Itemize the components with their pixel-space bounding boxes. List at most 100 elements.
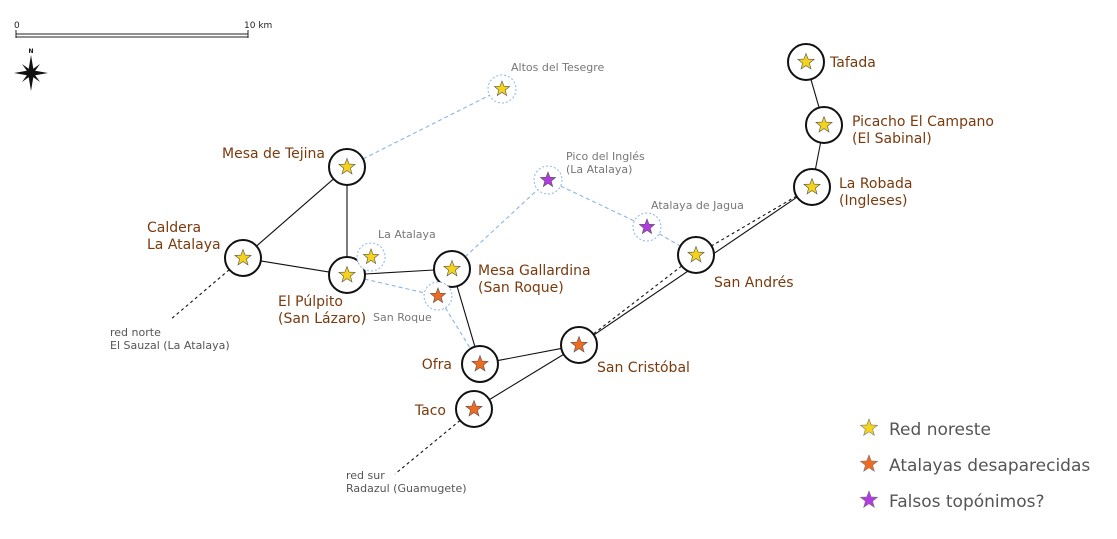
star-icon	[803, 177, 821, 195]
label-ingles-line: (La Atalaya)	[566, 163, 632, 176]
link-cristobal-taco	[489, 353, 564, 401]
label-taco-line: Taco	[414, 403, 446, 419]
compass-north-label: N	[29, 48, 34, 55]
label-ofra-line: Ofra	[422, 357, 452, 373]
tower-node-sanandres	[677, 236, 715, 274]
link-ofra-gallardina	[456, 286, 476, 347]
star-icon	[362, 248, 380, 265]
star-icon	[687, 245, 705, 263]
star-icon	[570, 335, 588, 353]
label-norte-line: red norte	[110, 326, 161, 339]
star-icon	[465, 399, 483, 417]
star-icon	[338, 265, 356, 283]
star-icon	[815, 115, 833, 133]
star-icon	[638, 218, 656, 235]
label-tesegre: Altos del Tesegre	[511, 61, 605, 74]
label-gallardina-line: Mesa Gallardina	[478, 263, 591, 279]
link-campano-robada	[814, 142, 822, 170]
label-gallardina-line: (San Roque)	[478, 280, 564, 296]
label-robada: La Robada(Ingleses)	[839, 176, 912, 209]
label-tejina-line: Mesa de Tejina	[222, 146, 325, 162]
minor-node-ingles	[533, 165, 563, 195]
label-campano-line: Picacho El Campano	[852, 114, 994, 130]
star-icon	[493, 80, 511, 97]
label-laatalaya: La Atalaya	[378, 228, 436, 241]
label-caldera-line: Caldera	[147, 220, 201, 236]
label-ofra: Ofra	[422, 357, 452, 373]
legend-item-desaparecidas: Atalayas desaparecidas	[859, 454, 1090, 476]
minor-node-laatalaya	[356, 242, 386, 272]
blue-dashed-link-ingles-jagua	[560, 185, 635, 222]
blue-dashed-link-gallardina-ingles	[464, 189, 539, 258]
label-norte-line: El Sauzal (La Atalaya)	[110, 339, 230, 352]
blue-dashed-link-tejina-tesegre	[362, 94, 490, 160]
scale-start-label: 0	[14, 21, 20, 31]
tower-node-ofra	[461, 345, 499, 383]
star-icon	[443, 259, 461, 277]
tower-node-cristobal	[560, 326, 598, 364]
link-caldera-tejina	[256, 178, 334, 247]
tower-node-tafada	[787, 43, 825, 81]
tower-node-robada	[793, 168, 831, 206]
tower-node-tejina	[328, 148, 366, 186]
label-laatalaya-line: La Atalaya	[378, 228, 436, 241]
star-icon	[471, 354, 489, 372]
label-jagua-line: Atalaya de Jagua	[651, 199, 744, 212]
label-pulpito: El Púlpito(San Lázaro)	[278, 294, 366, 327]
label-ingles: Pico del Inglés(La Atalaya)	[566, 150, 645, 176]
label-tafada: Tafada	[829, 55, 876, 71]
label-pulpito-line: (San Lázaro)	[278, 311, 366, 327]
label-robada-line: (Ingleses)	[839, 193, 908, 209]
label-pulpito-line: El Púlpito	[278, 294, 343, 310]
legend-item-red_noreste: Red noreste	[859, 418, 991, 440]
blue-dashed-link-pulpito-sanroque	[364, 278, 425, 294]
label-jagua: Atalaya de Jagua	[651, 199, 744, 212]
label-cristobal-line: San Cristóbal	[597, 360, 690, 376]
label-sanandres: San Andrés	[714, 275, 793, 291]
tower-node-campano	[805, 106, 843, 144]
label-cristobal: San Cristóbal	[597, 360, 690, 376]
label-robada-line: La Robada	[839, 176, 912, 192]
label-sanroque: San Roque	[373, 311, 432, 324]
star-icon	[539, 171, 557, 188]
label-campano: Picacho El Campano(El Sabinal)	[852, 114, 994, 147]
dashed-link-robada-sanandres	[711, 195, 797, 247]
scale-bar: 0 10 km	[14, 21, 272, 38]
scale-bar-track	[15, 33, 249, 38]
legend-item-falsos: Falsos topónimos?	[859, 490, 1044, 512]
label-sur-line: red sur	[346, 469, 385, 482]
minor-node-sanroque	[423, 281, 453, 311]
star-icon	[859, 490, 879, 508]
star-icon	[234, 248, 252, 266]
label-sanroque-line: San Roque	[373, 311, 432, 324]
label-sur-line: Radazul (Guamugete)	[346, 482, 467, 495]
tower-node-gallardina	[433, 250, 471, 288]
label-tejina: Mesa de Tejina	[222, 146, 325, 162]
label-tesegre-line: Altos del Tesegre	[511, 61, 605, 74]
label-caldera-line: La Atalaya	[147, 237, 221, 253]
minor-node-jagua	[632, 212, 662, 242]
tower-node-caldera	[224, 239, 262, 277]
star-icon	[859, 454, 879, 472]
label-campano-line: (El Sabinal)	[852, 131, 932, 147]
blue-dashed-link-jagua-sanandres	[658, 233, 681, 247]
star-icon	[859, 418, 879, 436]
star-icon	[797, 52, 815, 70]
legend-label: Falsos topónimos?	[889, 492, 1044, 512]
star-icon	[338, 157, 356, 175]
label-tafada-line: Tafada	[829, 55, 876, 71]
tower-node-taco	[455, 390, 493, 428]
dashed-link-caldera-norte	[169, 269, 230, 321]
label-sanandres-line: San Andrés	[714, 275, 793, 291]
legend-label: Atalayas desaparecidas	[889, 456, 1090, 476]
nodes-layer	[224, 43, 843, 428]
dashed-link-sanandres-cristobal	[592, 265, 683, 335]
label-ingles-line: Pico del Inglés	[566, 150, 645, 163]
